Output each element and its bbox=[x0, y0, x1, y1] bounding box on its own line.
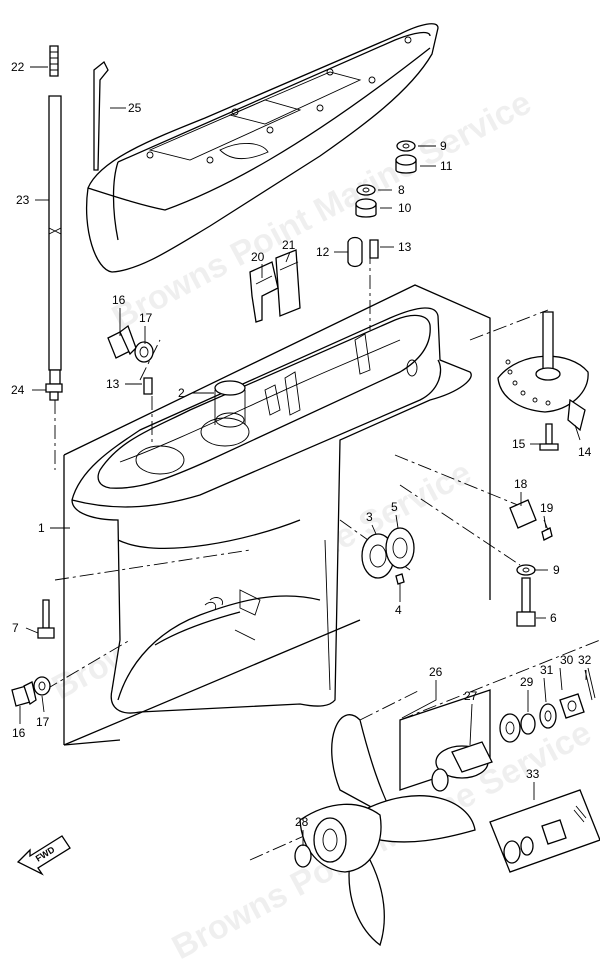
callout-33: 33 bbox=[526, 767, 540, 781]
callout-17-lower: 17 bbox=[36, 715, 50, 729]
callout-6: 6 bbox=[550, 611, 557, 625]
callout-8: 8 bbox=[398, 183, 405, 197]
callout-1: 1 bbox=[38, 521, 45, 535]
callout-13-top: 13 bbox=[398, 240, 412, 254]
callout-9-top: 9 bbox=[440, 139, 447, 153]
lower-bolt bbox=[516, 564, 536, 627]
callout-28: 28 bbox=[295, 815, 309, 829]
callout-19: 19 bbox=[540, 501, 554, 515]
gear-case-cover bbox=[85, 23, 439, 273]
callout-12: 12 bbox=[316, 245, 330, 259]
housing-frame bbox=[63, 284, 491, 746]
callout-26: 26 bbox=[429, 665, 443, 679]
plug-gasket-top bbox=[107, 324, 154, 363]
callout-4: 4 bbox=[395, 603, 402, 617]
callout-31: 31 bbox=[540, 663, 554, 677]
callout-27: 27 bbox=[464, 689, 478, 703]
callout-29: 29 bbox=[520, 675, 534, 689]
callout-23: 23 bbox=[16, 193, 30, 207]
callout-9-lower: 9 bbox=[553, 563, 560, 577]
anode-blocks bbox=[249, 249, 301, 323]
grommet-pins bbox=[143, 236, 379, 395]
propeller-assembly bbox=[294, 667, 600, 947]
callout-13-mid: 13 bbox=[106, 377, 120, 391]
callout-22: 22 bbox=[11, 60, 25, 74]
callout-16-lower: 16 bbox=[12, 726, 26, 740]
callout-30: 30 bbox=[560, 653, 574, 667]
callout-16-top: 16 bbox=[112, 293, 126, 307]
callout-20: 20 bbox=[251, 250, 265, 264]
bearings bbox=[361, 527, 415, 585]
callout-18: 18 bbox=[514, 477, 528, 491]
callout-14: 14 bbox=[578, 445, 592, 459]
plug-gasket-lower bbox=[11, 676, 51, 707]
nuts-washers-top bbox=[355, 140, 417, 218]
left-bolt bbox=[37, 599, 55, 639]
callout-25: 25 bbox=[128, 101, 142, 115]
leader-lines bbox=[19, 66, 587, 846]
callout-32: 32 bbox=[578, 653, 592, 667]
callout-11: 11 bbox=[440, 159, 453, 173]
callout-3: 3 bbox=[366, 510, 373, 524]
callout-15: 15 bbox=[512, 437, 526, 451]
gear-case-housing bbox=[71, 307, 472, 714]
callout-5: 5 bbox=[391, 500, 398, 514]
callout-21: 21 bbox=[282, 238, 296, 252]
callout-2: 2 bbox=[178, 386, 185, 400]
callout-7: 7 bbox=[12, 621, 19, 635]
callout-24: 24 bbox=[11, 383, 25, 397]
callout-10: 10 bbox=[398, 201, 412, 215]
fwd-arrow-icon: FWD bbox=[16, 835, 71, 876]
trim-tab bbox=[497, 311, 589, 451]
callout-numbers: 22 25 23 9 11 8 10 21 20 12 13 16 17 13 … bbox=[11, 60, 592, 829]
callout-17-top: 17 bbox=[139, 311, 153, 325]
hose-assembly bbox=[45, 45, 109, 401]
